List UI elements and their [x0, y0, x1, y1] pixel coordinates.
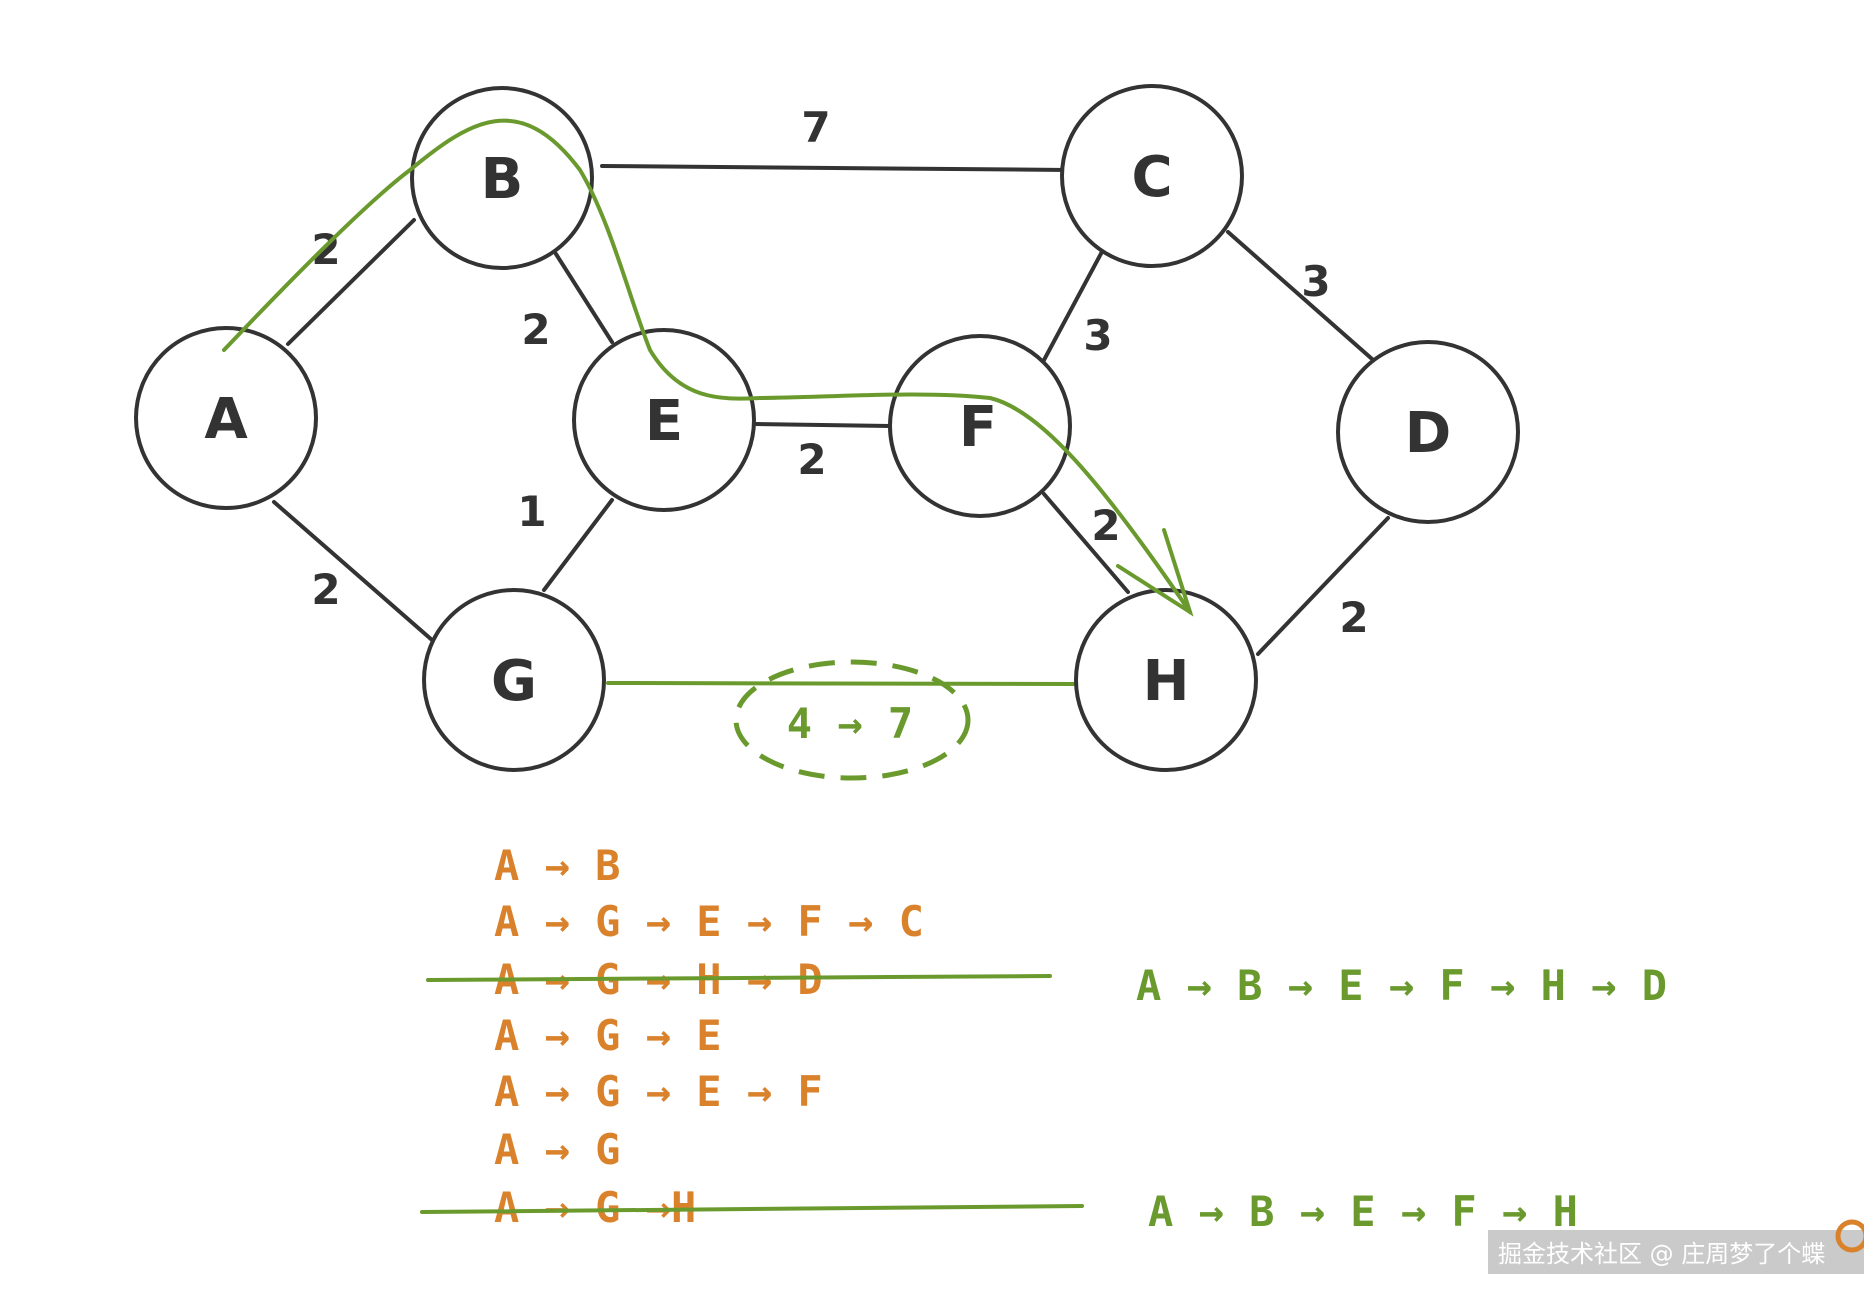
route-item: A → G [494, 1125, 620, 1174]
weight-B-E: 2 [521, 305, 550, 354]
shortest-path-curve [222, 118, 1192, 614]
strikethrough-line [420, 1204, 1084, 1214]
edge-F-H [1042, 492, 1130, 594]
weight-E-F: 2 [797, 435, 826, 484]
weight-D-H: 2 [1339, 593, 1368, 642]
weight-A-B: 2 [311, 225, 340, 274]
node-F: F [888, 334, 1072, 518]
edge-C-F [1042, 246, 1106, 362]
edge-B-C [600, 164, 1070, 172]
watermark-background [1488, 1230, 1864, 1274]
update-annotation-ellipse [733, 659, 971, 781]
edge-A-B [286, 218, 416, 346]
route-item: A → B [494, 841, 620, 890]
node-B: B [410, 86, 594, 270]
path-arrowhead [1116, 528, 1194, 617]
edge-G-H [606, 681, 1076, 686]
edge-E-F [754, 422, 894, 428]
update-annotation-text: 4 → 7 [787, 699, 913, 748]
node-G: G [422, 588, 606, 772]
edge-E-G [542, 498, 614, 592]
node-B-label: B [481, 147, 524, 212]
node-C-label: C [1131, 145, 1172, 210]
node-D: D [1336, 340, 1520, 524]
weight-C-D: 3 [1301, 257, 1330, 306]
weight-B-C: 7 [801, 103, 830, 152]
node-H: H [1074, 588, 1258, 772]
weight-C-F: 3 [1083, 311, 1112, 360]
node-C: C [1060, 84, 1244, 268]
result-path-2: A → B → E → F → H [1148, 1187, 1578, 1236]
weight-E-G: 1 [517, 487, 546, 536]
edge-D-H [1256, 516, 1390, 656]
nodes: A B C D E F G H [134, 84, 1520, 772]
edge-B-E [554, 252, 614, 344]
route-item: A → G → E → F → C [494, 897, 924, 946]
edge-C-D [1226, 230, 1382, 368]
route-item: A → G → E → F [494, 1067, 823, 1116]
route-item: A → G →H [494, 1183, 696, 1232]
weight-A-G: 2 [311, 565, 340, 614]
node-G-label: G [491, 649, 537, 714]
node-D-label: D [1405, 401, 1451, 466]
result-path-1: A → B → E → F → H → D [1136, 961, 1667, 1010]
edge-A-G [272, 500, 434, 642]
logo-icon [1835, 1219, 1864, 1253]
route-list: A → B A → G → E → F → C A → G → H → D A … [494, 841, 924, 1232]
edges [272, 164, 1390, 656]
node-H-label: H [1143, 649, 1190, 714]
node-F-label: F [959, 395, 997, 460]
node-E: E [572, 328, 756, 512]
node-A: A [134, 326, 318, 510]
watermark-text: 掘金技术社区 @ 庄周梦了个蝶 [1498, 1240, 1825, 1268]
node-E-label: E [645, 389, 683, 454]
strikethrough-line [426, 974, 1052, 982]
route-item: A → G → E [494, 1011, 722, 1060]
node-A-label: A [204, 387, 248, 452]
